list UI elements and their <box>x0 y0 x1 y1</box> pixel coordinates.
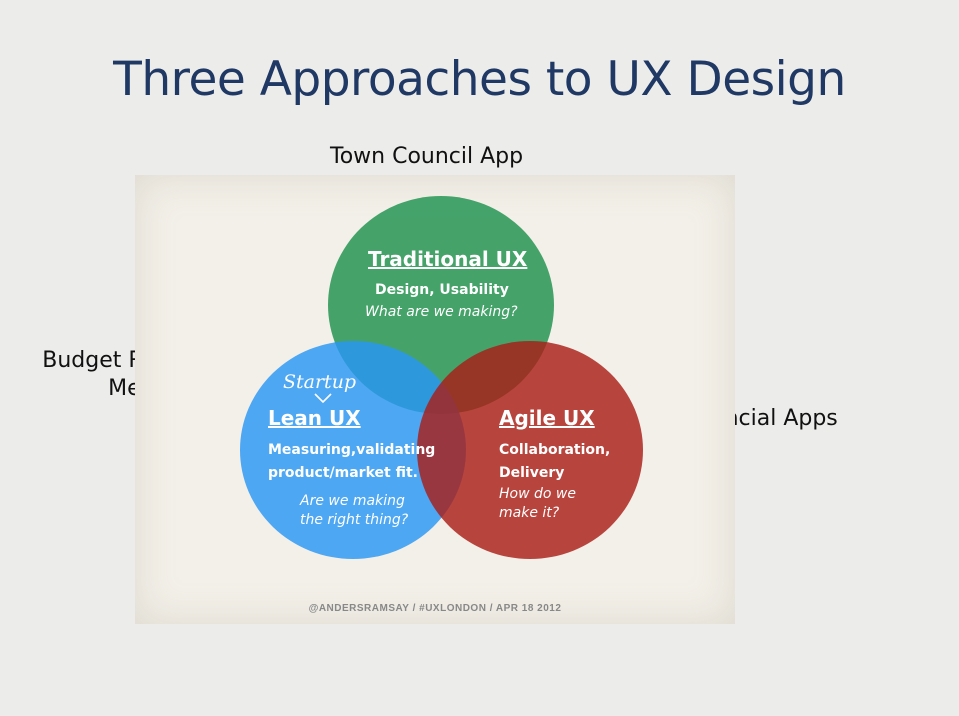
agile-ux-subtitle-line2: Delivery <box>499 465 565 481</box>
venn-diagram-image: Traditional UX Design, Usability What ar… <box>135 175 735 624</box>
lean-ux-question-line2: the right thing? <box>300 512 409 528</box>
startup-caret-icon <box>314 393 332 404</box>
lean-ux-question-line1: Are we making <box>300 493 405 509</box>
image-credit-footer: @ANDERSRAMSAY / #UXLONDON / APR 18 2012 <box>308 603 562 614</box>
agile-ux-subtitle-line1: Collaboration, <box>499 442 611 458</box>
agile-ux-question-line2: make it? <box>499 505 560 521</box>
agile-ux-question-line1: How do we <box>499 486 576 502</box>
traditional-ux-question: What are we making? <box>365 304 518 320</box>
label-town-council-app: Town Council App <box>330 144 524 169</box>
traditional-ux-subtitle: Design, Usability <box>375 282 509 298</box>
slide-title: Three Approaches to UX Design <box>113 52 846 107</box>
traditional-ux-heading: Traditional UX <box>368 247 528 271</box>
lean-ux-heading: Lean UX <box>268 406 361 430</box>
startup-annotation: Startup <box>283 371 357 393</box>
lean-ux-subtitle-line1: Measuring,validating <box>268 442 436 458</box>
agile-ux-circle <box>417 341 643 559</box>
agile-ux-heading: Agile UX <box>499 406 595 430</box>
lean-ux-subtitle-line2: product/market fit. <box>268 465 418 481</box>
